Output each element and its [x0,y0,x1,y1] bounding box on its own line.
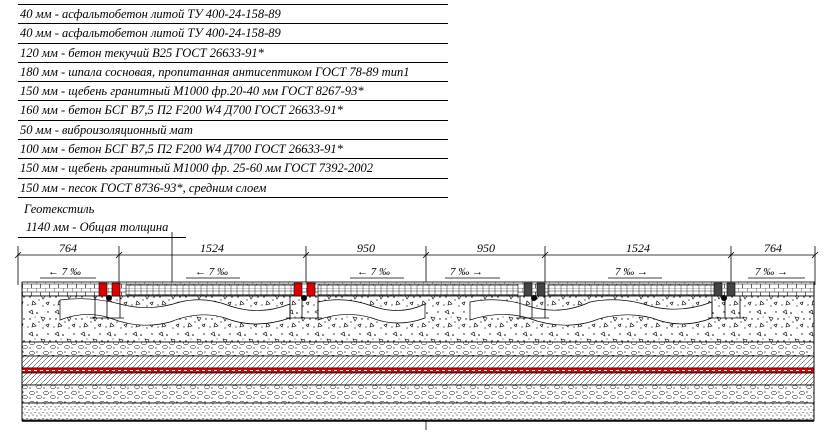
rail-right-2 [713,282,736,301]
slope-label: ← 7 ‰ [357,266,390,278]
slope-label: ← 7 ‰ [48,266,81,278]
legend-row: 180 мм - шпала сосновая, пропитанная ант… [18,63,448,83]
slope-label: ← 7 ‰ [195,266,228,278]
dimension-1524-left: 1524 [200,241,224,255]
dimension-1524-right: 1524 [626,241,650,255]
legend-row: 160 мм - бетон БСГ В7,5 П2 F200 W4 Д700 … [18,101,448,121]
legend-row: 150 мм - щебень гранитный М1000 фр. 25-6… [18,159,448,179]
legend-row: 120 мм - бетон текучий В25 ГОСТ 26633-91… [18,44,448,63]
dimension-764-left: 764 [59,241,77,255]
slope-label: 7 ‰ → [450,266,483,278]
anchor-bolts [90,296,744,319]
bsg-concrete-layer [21,355,815,369]
sleeper-strip [125,284,297,296]
layers-legend: 40 мм - асфальтобетон литой ТУ 400-24-15… [18,4,448,238]
sleeper-strip [547,284,719,296]
crushed-stone-layer [21,341,815,357]
rail-left-2 [293,282,316,301]
legend-row: 50 мм - виброизоляционный мат [18,121,448,141]
rail-right-1 [523,282,546,301]
crushed-stone-coarse-layer [21,384,815,404]
legend-geotextile: Геотекстиль [24,201,95,216]
sand-layer [21,402,815,421]
legend-row: 150 мм - песок ГОСТ 8736-93*, средним сл… [18,179,448,198]
bsg-concrete-lower-layer [21,372,815,386]
dimension-764-right: 764 [764,241,782,255]
sleeper-strip [317,284,519,296]
legend-row: 40 мм - асфальтобетон литой ТУ 400-24-15… [18,24,448,44]
dimension-950-left: 950 [357,241,375,255]
legend-row: 40 мм - асфальтобетон литой ТУ 400-24-15… [18,4,448,25]
legend-row: 150 мм - щебень гранитный М1000 фр.20-40… [18,82,448,102]
legend-total-thickness: 1140 мм - Общая толщина [18,218,186,238]
legend-row: 100 мм - бетон БСГ В7,5 П2 F200 W4 Д700 … [18,140,448,160]
rail-left-1 [98,282,121,301]
slope-label: 7 ‰ → [615,266,648,278]
dimension-950-right: 950 [477,241,495,255]
slope-label: 7 ‰ → [755,266,788,278]
